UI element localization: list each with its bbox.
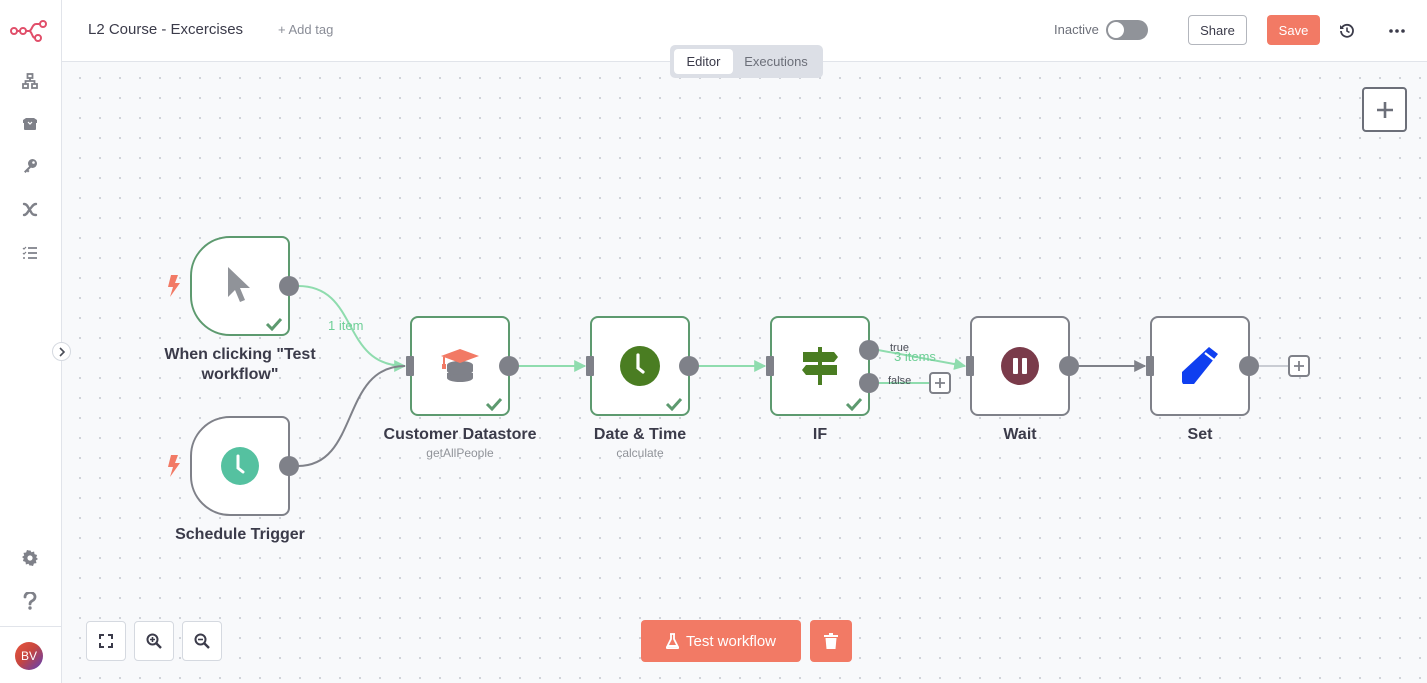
active-toggle[interactable] bbox=[1106, 20, 1148, 40]
output-port[interactable] bbox=[279, 456, 299, 476]
node-manual-trigger[interactable] bbox=[190, 236, 290, 336]
cursor-icon bbox=[228, 267, 250, 302]
plus-icon bbox=[935, 378, 945, 388]
edge-item-count: 3 items bbox=[894, 349, 936, 364]
output-port-false[interactable] bbox=[859, 373, 879, 393]
trash-icon bbox=[824, 633, 838, 649]
node-label: Wait bbox=[1003, 426, 1037, 443]
node-label-line: workflow" bbox=[201, 366, 279, 383]
input-port[interactable] bbox=[1146, 356, 1154, 376]
signpost-icon bbox=[802, 347, 838, 385]
node-label-line: When clicking "Test bbox=[164, 346, 316, 363]
zoom-in-icon bbox=[146, 633, 162, 649]
tab-executions[interactable]: Executions bbox=[744, 54, 808, 69]
node-label: Schedule Trigger bbox=[175, 526, 305, 543]
success-check-icon bbox=[665, 397, 683, 411]
history-icon[interactable] bbox=[1336, 20, 1358, 42]
node-subtitle: calculate bbox=[616, 446, 664, 460]
chevron-right-icon bbox=[58, 346, 65, 357]
active-status-label: Inactive bbox=[1054, 22, 1099, 37]
share-button[interactable]: Share bbox=[1188, 15, 1247, 45]
fit-view-button[interactable] bbox=[86, 621, 126, 661]
output-port[interactable] bbox=[1239, 356, 1259, 376]
node-label: Set bbox=[1187, 426, 1213, 443]
tasks-icon[interactable] bbox=[19, 242, 41, 264]
clock-icon bbox=[620, 346, 660, 386]
add-node-after-set-button[interactable] bbox=[1288, 355, 1310, 377]
node-subtitle: getAllPeople bbox=[426, 446, 494, 460]
add-node-button[interactable] bbox=[1362, 87, 1407, 132]
node-label: When clicking "Test workflow" bbox=[150, 345, 330, 385]
trigger-bolt-icon bbox=[168, 275, 180, 297]
node-date-time[interactable] bbox=[590, 316, 690, 416]
gear-icon[interactable] bbox=[19, 547, 41, 569]
tab-editor[interactable]: Editor bbox=[674, 49, 733, 74]
add-tag-link[interactable]: + Add tag bbox=[278, 22, 334, 37]
sidebar-collapse-button[interactable] bbox=[52, 342, 71, 361]
toggle-knob bbox=[1108, 22, 1124, 38]
input-port[interactable] bbox=[966, 356, 974, 376]
datastore-icon bbox=[441, 349, 479, 382]
clock-icon bbox=[221, 447, 259, 485]
success-check-icon bbox=[845, 397, 863, 411]
output-port[interactable] bbox=[679, 356, 699, 376]
output-port[interactable] bbox=[1059, 356, 1079, 376]
zoom-out-button[interactable] bbox=[182, 621, 222, 661]
input-port[interactable] bbox=[766, 356, 774, 376]
zoom-out-icon bbox=[194, 633, 210, 649]
input-port[interactable] bbox=[406, 356, 414, 376]
plus-icon bbox=[1294, 361, 1304, 371]
branch-label-false: false bbox=[888, 375, 912, 387]
network-icon[interactable] bbox=[19, 70, 41, 92]
sidebar: BV bbox=[0, 0, 62, 683]
box-icon[interactable] bbox=[19, 113, 41, 135]
output-port-true[interactable] bbox=[859, 340, 879, 360]
success-check-icon bbox=[265, 317, 283, 331]
node-customer-datastore[interactable] bbox=[410, 316, 510, 416]
node-schedule-trigger[interactable] bbox=[190, 416, 290, 516]
test-workflow-button[interactable]: Test workflow bbox=[641, 620, 801, 662]
delete-execution-button[interactable] bbox=[810, 620, 852, 662]
pause-icon bbox=[1001, 347, 1039, 385]
flask-icon bbox=[665, 633, 679, 649]
success-check-icon bbox=[485, 397, 503, 411]
fit-view-icon bbox=[99, 634, 113, 648]
output-port[interactable] bbox=[279, 276, 299, 296]
trigger-bolt-icon bbox=[168, 455, 180, 477]
save-button[interactable]: Save bbox=[1267, 15, 1320, 45]
add-node-false-branch-button[interactable] bbox=[929, 372, 951, 394]
variable-icon[interactable] bbox=[19, 198, 41, 220]
node-set[interactable] bbox=[1150, 316, 1250, 416]
avatar[interactable]: BV bbox=[15, 642, 43, 670]
output-port[interactable] bbox=[499, 356, 519, 376]
node-wait[interactable] bbox=[970, 316, 1070, 416]
workflow-title[interactable]: L2 Course - Excercises bbox=[88, 21, 244, 38]
n8n-logo-icon[interactable] bbox=[9, 20, 49, 42]
input-port[interactable] bbox=[586, 356, 594, 376]
node-if[interactable] bbox=[770, 316, 870, 416]
view-tabs: Editor Executions bbox=[670, 45, 823, 78]
header: L2 Course - Excercises + Add tag Inactiv… bbox=[62, 0, 1427, 62]
test-workflow-label: Test workflow bbox=[685, 632, 777, 650]
sidebar-divider bbox=[0, 626, 61, 627]
node-label: Customer Datastore bbox=[383, 426, 537, 443]
plus-icon bbox=[1376, 101, 1393, 118]
zoom-in-button[interactable] bbox=[134, 621, 174, 661]
key-icon[interactable] bbox=[19, 155, 41, 177]
node-label: Date & Time bbox=[593, 426, 687, 443]
question-icon[interactable] bbox=[19, 590, 41, 612]
edge-item-count: 1 item bbox=[328, 318, 364, 333]
avatar-initials: BV bbox=[20, 649, 37, 663]
node-label: IF bbox=[812, 426, 828, 443]
more-horizontal-icon[interactable] bbox=[1386, 20, 1408, 42]
pencil-icon bbox=[1182, 347, 1218, 384]
